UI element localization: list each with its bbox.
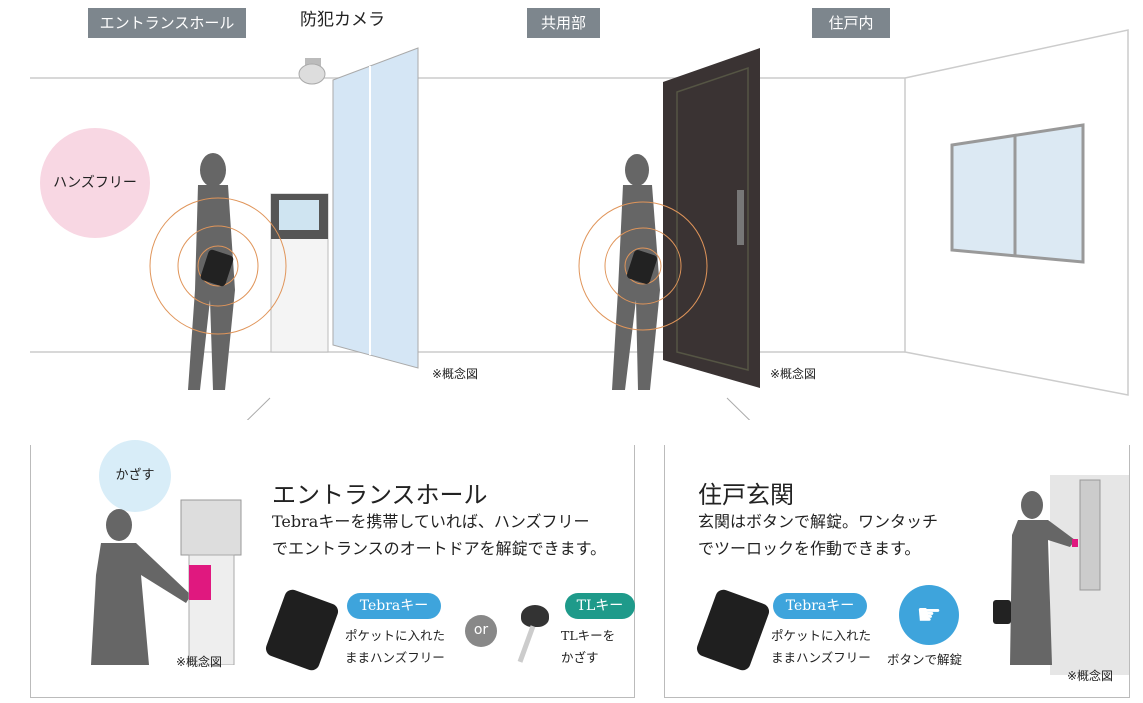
scene-illustration xyxy=(30,29,1129,420)
label-dwelling: 住戸内 xyxy=(812,8,890,38)
signal-rings xyxy=(149,197,708,335)
tl-key-blade xyxy=(517,625,536,663)
tebra-key-icon xyxy=(626,250,658,284)
entrance-desc-2: でエントランスのオートドアを解錠できます。 xyxy=(272,539,607,558)
window xyxy=(950,123,1085,264)
label-entrance-hall: エントランスホール xyxy=(88,8,246,38)
concept-note: ※概念図 xyxy=(1067,669,1114,683)
tl-key-icon xyxy=(521,605,549,627)
dwelling-door xyxy=(663,48,760,388)
tebra-key-icon xyxy=(263,587,341,673)
tebra-key-label: Tebraキー xyxy=(773,593,867,619)
push-button-icon: ☛ xyxy=(899,585,959,645)
handsfree-badge: ハンズフリー xyxy=(40,128,150,238)
entrance-panel: かざす ※概念図 エントランスホール Tebraキーを携帯していれば、ハンズフリ… xyxy=(30,440,635,698)
intercom-panel xyxy=(270,193,329,353)
entrance-desc-1: Tebraキーを携帯していれば、ハンズフリー xyxy=(272,512,590,531)
door-panel: 住戸玄関 玄関はボタンで解錠。ワンタッチ でツーロックを作動できます。 Tebr… xyxy=(664,445,1130,698)
button-caption: ボタンで解錠 xyxy=(887,652,963,667)
concept-note: ※概念図 xyxy=(176,655,223,669)
entrance-title: エントランスホール xyxy=(272,481,488,509)
tl-key-label: TLキー xyxy=(565,593,635,619)
tebra-caption-2: ままハンズフリー xyxy=(771,650,871,665)
tebra-key-icon xyxy=(694,587,772,673)
tebra-caption-1: ポケットに入れた xyxy=(771,628,872,643)
or-badge: or xyxy=(465,615,497,647)
door-desc-2: でツーロックを作動できます。 xyxy=(698,539,921,558)
concept-note: ※概念図 xyxy=(432,367,479,381)
tl-caption-1: TLキーを xyxy=(561,628,616,643)
concept-note: ※概念図 xyxy=(770,367,817,381)
label-common-area: 共用部 xyxy=(527,8,600,38)
door-title: 住戸玄関 xyxy=(698,481,794,509)
tebra-key-label: Tebraキー xyxy=(347,593,441,619)
security-camera-icon xyxy=(298,58,326,85)
auto-door xyxy=(332,47,419,369)
tebra-caption-1: ポケットに入れた xyxy=(345,628,446,643)
tl-caption-2: かざす xyxy=(561,650,599,665)
tebra-key-icon xyxy=(200,249,234,287)
door-desc-1: 玄関はボタンで解錠。ワンタッチ xyxy=(698,512,939,531)
entrance-illustration xyxy=(91,499,242,665)
person-silhouette xyxy=(188,153,660,390)
tebra-caption-2: ままハンズフリー xyxy=(345,650,445,665)
door-illustration xyxy=(993,475,1129,675)
label-camera: 防犯カメラ xyxy=(300,10,385,30)
hold-badge: かざす xyxy=(99,440,171,512)
